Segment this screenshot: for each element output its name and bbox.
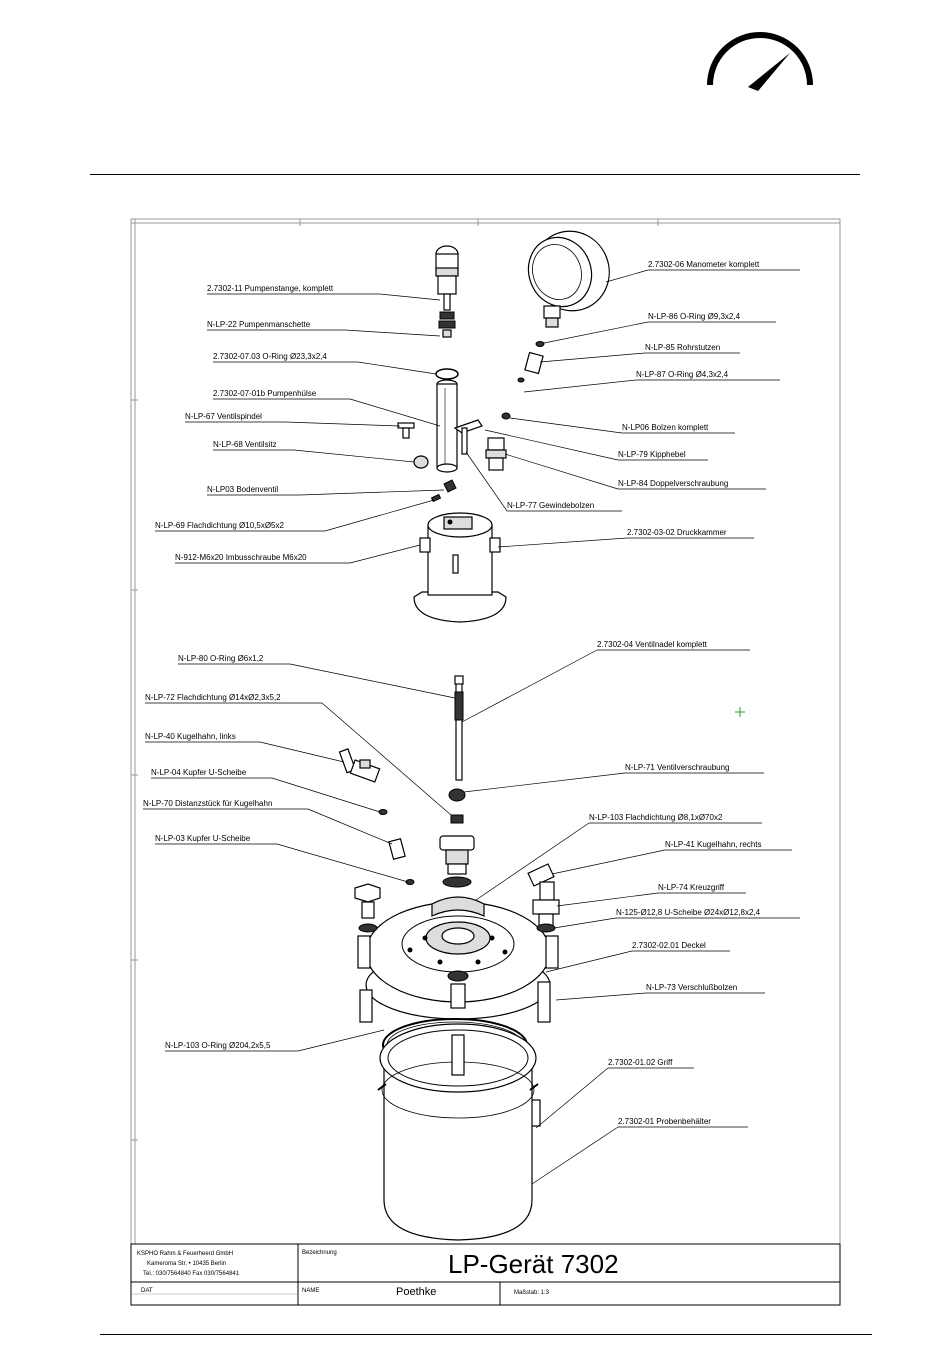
- label-ventilnadel: 2.7302-04 Ventilnadel komplett: [597, 640, 708, 649]
- label-verschlussbolzen: N-LP-73 Verschlußbolzen: [646, 983, 737, 992]
- crosshair-marker-icon: [735, 707, 745, 717]
- part-bodenventil: [443, 479, 457, 493]
- part-verschlussbolzen: [357, 935, 559, 1023]
- label-u-scheibe: N-125-Ø12,8 U-Scheibe Ø24xØ12,8x2,4: [616, 908, 761, 917]
- part-manometer: [527, 230, 610, 328]
- scale-label: Maßstab: 1:3: [514, 1290, 550, 1296]
- part-rohrstutzen: [524, 351, 544, 375]
- label-ventilspindel: N-LP-67 Ventilspindel: [185, 412, 262, 421]
- part-kipphebel: [453, 419, 483, 455]
- label-manometer: 2.7302-06 Manometer komplett: [648, 260, 760, 269]
- part-oring-4: [517, 377, 525, 383]
- label-distanzstueck: N-LP-70 Distanzstück für Kugelhahn: [143, 799, 272, 808]
- header-rule: [90, 174, 860, 175]
- label-ventilverschraubung: N-LP-71 Ventilverschraubung: [625, 763, 730, 772]
- part-kupfer-03: [405, 879, 415, 885]
- company-line-1: KSPHO Rahm & Feuerheerd GmbH: [137, 1251, 233, 1257]
- part-kupfer-04: [378, 809, 388, 815]
- title-block: KSPHO Rahm & Feuerheerd GmbH Kameroma St…: [130, 1243, 841, 1306]
- label-ventilsitz: N-LP-68 Ventilsitz: [213, 440, 277, 449]
- gauge-logo-icon: [707, 32, 813, 91]
- label-doppelverschraubung: N-LP-84 Doppelverschraubung: [618, 479, 728, 488]
- part-oring-23: [435, 368, 459, 380]
- label-pumpenmanschette: N-LP-22 Pumpenmanschette: [207, 320, 311, 329]
- label-flachdichtung-8: N-LP-103 Flachdichtung Ø8,1xØ70x2: [589, 813, 723, 822]
- part-kugelhahn-links: [338, 748, 381, 783]
- label-kipphebel: N-LP-79 Kipphebel: [618, 450, 686, 459]
- label-oring-23: 2.7302-07.03 O-Ring Ø23,3x2,4: [213, 352, 327, 361]
- label-oring-204: N-LP-103 O-Ring Ø204,2x5,5: [165, 1041, 271, 1050]
- part-labels: 2.7302-11 Pumpenstange, komplett N-LP-22…: [143, 260, 762, 1126]
- label-bolzen: N-LP06 Bolzen komplett: [622, 423, 709, 432]
- label-deckel: 2.7302-02.01 Deckel: [632, 941, 706, 950]
- company-line-2: Kameroma Str. • 10435 Berlin: [147, 1261, 226, 1267]
- label-kreuzgriff: N-LP-74 Kreuzgriff: [658, 883, 725, 892]
- footer-rule: [100, 1334, 872, 1335]
- part-oring-9: [535, 341, 545, 347]
- label-bodenventil: N-LP03 Bodenventil: [207, 485, 278, 494]
- label-gewindebolzen: N-LP-77 Gewindebolzen: [507, 501, 594, 510]
- part-distanzstueck: [388, 838, 406, 860]
- part-ventilnadel: [454, 675, 464, 781]
- label-probenbehaelter: 2.7302-01 Probenbehälter: [618, 1117, 711, 1126]
- label-imbusschraube: N-912-M6x20 Imbusschraube M6x20: [175, 553, 307, 562]
- label-kugelhahn-links: N-LP-40 Kugelhahn, links: [145, 732, 236, 741]
- label-flachdichtung-14: N-LP-72 Flachdichtung Ø14xØ2,3x5,2: [145, 693, 281, 702]
- date-label: DAT: [141, 1288, 153, 1294]
- company-line-3: Tel.: 030/7564840 Fax 030/7564841: [143, 1271, 240, 1277]
- part-druckkammer: [413, 512, 507, 623]
- part-deckel: [365, 896, 551, 1020]
- part-kreuzgriff-right: [532, 899, 560, 927]
- label-rohrstutzen: N-LP-85 Rohrstutzen: [645, 343, 720, 352]
- label-griff: 2.7302-01.02 Griff: [608, 1058, 673, 1067]
- part-ventilverschraubung: [448, 788, 466, 802]
- label-kugelhahn-rechts: N-LP-41 Kugelhahn, rechts: [665, 840, 762, 849]
- label-oring-6: N-LP-80 O-Ring Ø6x1,2: [178, 654, 264, 663]
- part-doppelverschraubung: [485, 437, 507, 471]
- part-flachdichtung-14: [450, 814, 464, 824]
- bezeichnung-label: Bezeichnung: [302, 1250, 337, 1256]
- part-probenbehaelter: [377, 1023, 539, 1241]
- part-ventilsitz: [413, 455, 429, 469]
- part-kugelhahn-rechts: [527, 863, 555, 901]
- part-pumpenmanschette: [438, 311, 456, 338]
- label-oring-4: N-LP-87 O-Ring Ø4,3x2,4: [636, 370, 729, 379]
- label-pumpenstange: 2.7302-11 Pumpenstange, komplett: [207, 284, 334, 293]
- name-label: NAME: [302, 1288, 319, 1294]
- label-pumpenhuelse: 2.7302-07-01b Pumpenhülse: [213, 389, 317, 398]
- leader-lines: [143, 269, 800, 1185]
- part-bolzen: [501, 412, 511, 420]
- part-u-scheibe: [358, 923, 556, 933]
- part-pumpenhuelse: [436, 379, 458, 473]
- part-kreuzgriff-left: [354, 883, 381, 919]
- drawing-title: LP-Gerät 7302: [448, 1249, 619, 1279]
- label-kupfer-04: N-LP-04 Kupfer U-Scheibe: [151, 768, 247, 777]
- label-kupfer-03: N-LP-03 Kupfer U-Scheibe: [155, 834, 251, 843]
- part-flachdichtung-8: [439, 835, 475, 888]
- label-oring-9: N-LP-86 O-Ring Ø9,3x2,4: [648, 312, 741, 321]
- frame-ticks: [131, 219, 840, 1305]
- label-druckkammer: 2.7302-03-02 Druckkammer: [627, 528, 727, 537]
- name-value: Poethke: [396, 1286, 436, 1298]
- label-flachdichtung-10: N-LP-69 Flachdichtung Ø10,5xØ5x2: [155, 521, 285, 530]
- part-ventilspindel: [397, 422, 415, 439]
- part-pumpenstange: [435, 245, 459, 311]
